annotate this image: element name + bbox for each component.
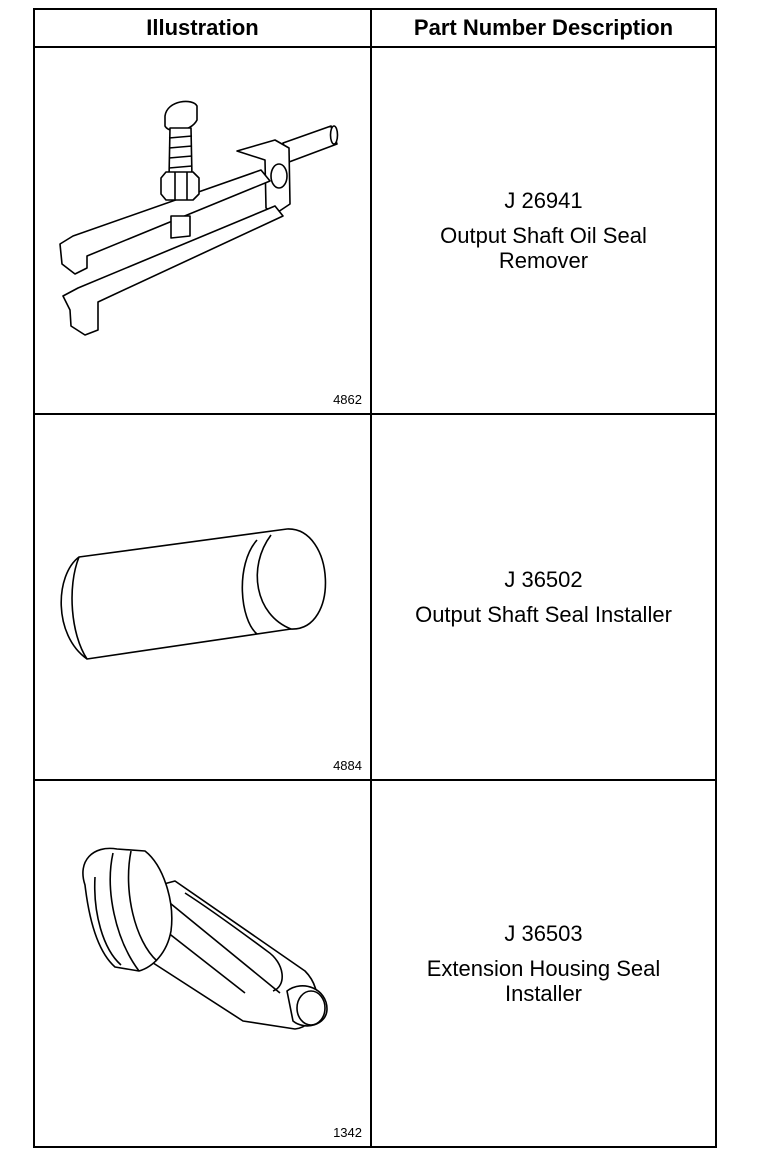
illustration-cell: 4884 [33, 412, 372, 782]
figure-number: 1342 [333, 1125, 362, 1140]
part-description: Extension Housing Seal Installer [426, 956, 661, 1007]
table-row: 4884 J 36502 Output Shaft Seal Installer [33, 412, 717, 782]
header-row: Illustration Part Number Description [33, 8, 717, 48]
part-description: Output Shaft Oil Seal Remover [440, 222, 647, 273]
figure-number: 4862 [333, 391, 362, 407]
seal-remover-drawing [59, 100, 339, 336]
description-cell: J 36503 Extension Housing Seal Installer [370, 779, 717, 1148]
part-description: Output Shaft Seal Installer [415, 601, 672, 627]
part-number: J 26941 [504, 187, 583, 213]
seal-installer-drawing [60, 527, 327, 660]
description-cell: J 36502 Output Shaft Seal Installer [370, 412, 717, 782]
part-number: J 36503 [504, 921, 583, 947]
header-part-number-description: Part Number Description [370, 8, 717, 48]
illustration-cell: 4862 [33, 46, 372, 415]
housing-seal-installer-drawing [82, 847, 328, 1031]
special-tools-table: Illustration Part Number Description [33, 8, 717, 1148]
illustration-cell: 1342 [33, 779, 372, 1148]
header-illustration: Illustration [33, 8, 372, 48]
figure-number: 4884 [333, 758, 362, 774]
table-row: 4862 J 26941 Output Shaft Oil Seal Remov… [33, 46, 717, 415]
table-row: 1342 J 36503 Extension Housing Seal Inst… [33, 779, 717, 1148]
description-cell: J 26941 Output Shaft Oil Seal Remover [370, 46, 717, 415]
part-number: J 36502 [504, 566, 583, 592]
